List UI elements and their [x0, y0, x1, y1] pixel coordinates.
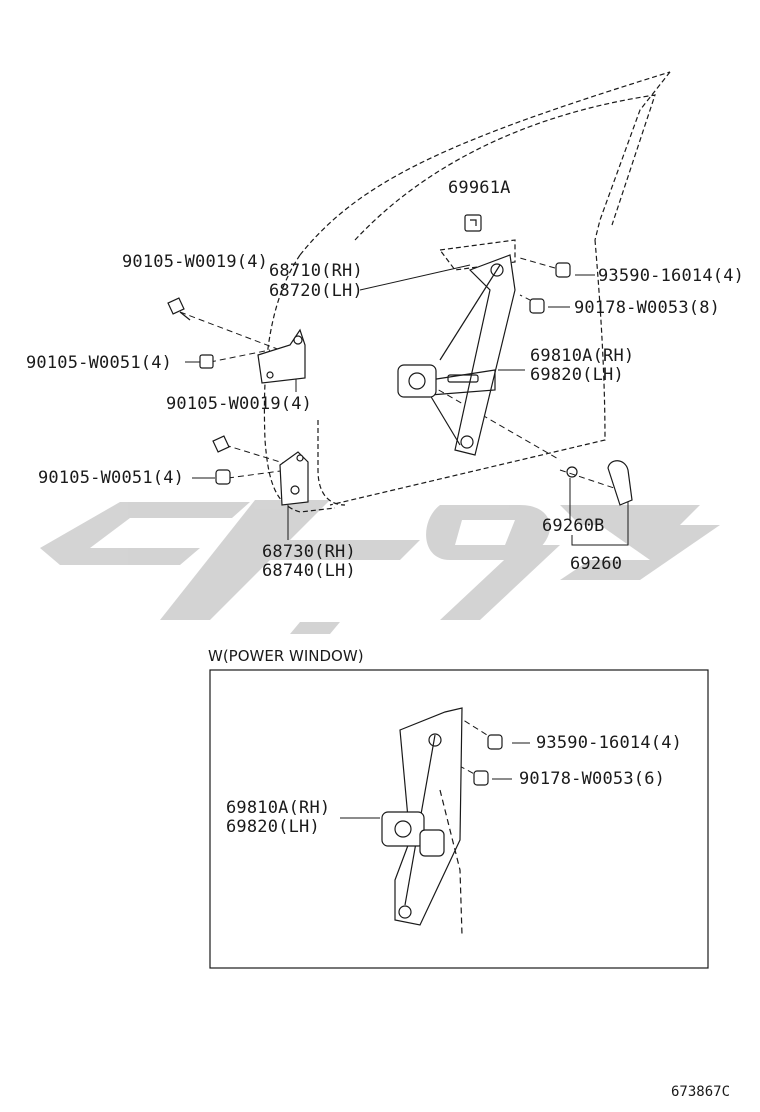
nut-label-right: 90178-W0053(8)	[574, 298, 721, 318]
bolt-label-mid-left: 90105-W0019(4)	[166, 394, 313, 414]
bolt-label-left-lower: 90105-W0051(4)	[38, 468, 185, 488]
bolt-icon	[167, 262, 571, 786]
hinge-upper-rh-label: 68710(RH)	[269, 261, 363, 281]
inset-regulator-lh-label: 69820(LH)	[226, 817, 320, 837]
clip-label: 69961A	[448, 178, 511, 198]
leader-lines	[185, 264, 629, 819]
regulator-lh-label: 69820(LH)	[530, 365, 624, 385]
bolt-label-left-upper: 90105-W0051(4)	[26, 353, 173, 373]
hinge-lower-lh-label: 68740(LH)	[262, 561, 356, 581]
inset-nut-label: 90178-W0053(6)	[519, 769, 666, 789]
lower-hinge	[279, 451, 309, 506]
hinge-lower-rh-label: 68730(RH)	[262, 542, 356, 562]
regulator-rh-label: 69810A(RH)	[530, 346, 635, 366]
handle-part	[566, 460, 633, 506]
inset-regulator	[381, 707, 463, 936]
hinge-upper-lh-label: 68720(LH)	[269, 281, 363, 301]
diagram-reference: 673867C	[671, 1084, 731, 1100]
upper-hinge	[257, 328, 306, 384]
inset-title: W(POWER WINDOW)	[208, 647, 364, 665]
handle-sub-label: 69260B	[542, 516, 605, 536]
inset-frame	[209, 669, 709, 969]
watermark-logo	[40, 500, 720, 634]
clip-part	[464, 214, 482, 232]
bolt-label-right-top: 93590-16014(4)	[598, 266, 745, 286]
window-regulator	[397, 254, 516, 456]
handle-label: 69260	[570, 554, 623, 574]
inset-regulator-rh-label: 69810A(RH)	[226, 798, 331, 818]
inset-bolt-label: 93590-16014(4)	[536, 733, 683, 753]
bolt-label-top-left: 90105-W0019(4)	[122, 252, 269, 272]
